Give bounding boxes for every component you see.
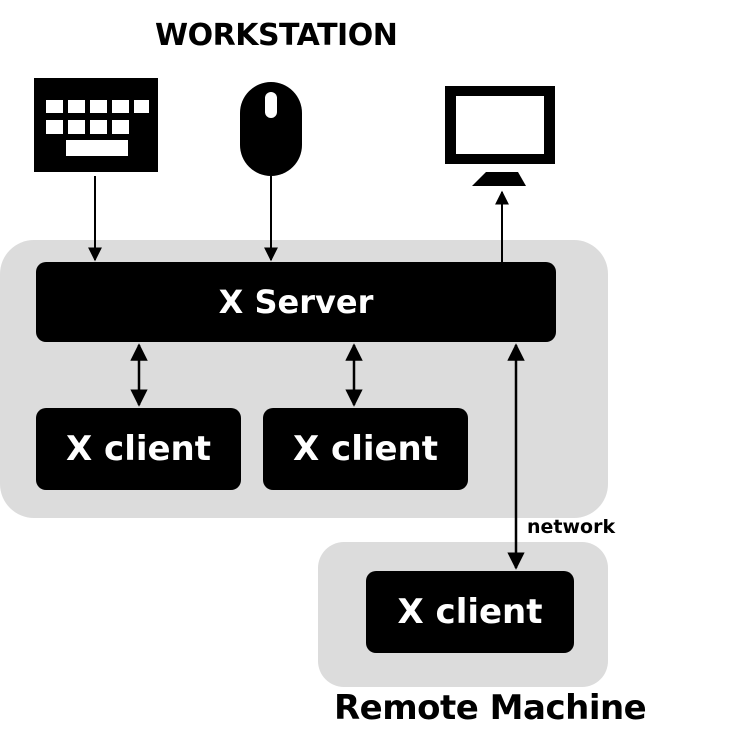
x-client-box-2: X client [263, 408, 468, 490]
x-server-label: X Server [218, 283, 374, 321]
x-client-box-remote: X client [366, 571, 574, 653]
keyboard-icon [34, 78, 158, 172]
network-label: network [527, 516, 616, 538]
remote-machine-label: Remote Machine [334, 688, 647, 728]
x-server-box: X Server [36, 262, 556, 342]
monitor-icon [445, 86, 555, 186]
x-client-label-1: X client [65, 429, 212, 469]
x-client-label-2: X client [292, 429, 439, 469]
mouse-icon [240, 82, 302, 176]
x-client-label-remote: X client [397, 592, 543, 632]
x-client-box-1: X client [36, 408, 241, 490]
workstation-title: WORKSTATION [155, 18, 398, 53]
